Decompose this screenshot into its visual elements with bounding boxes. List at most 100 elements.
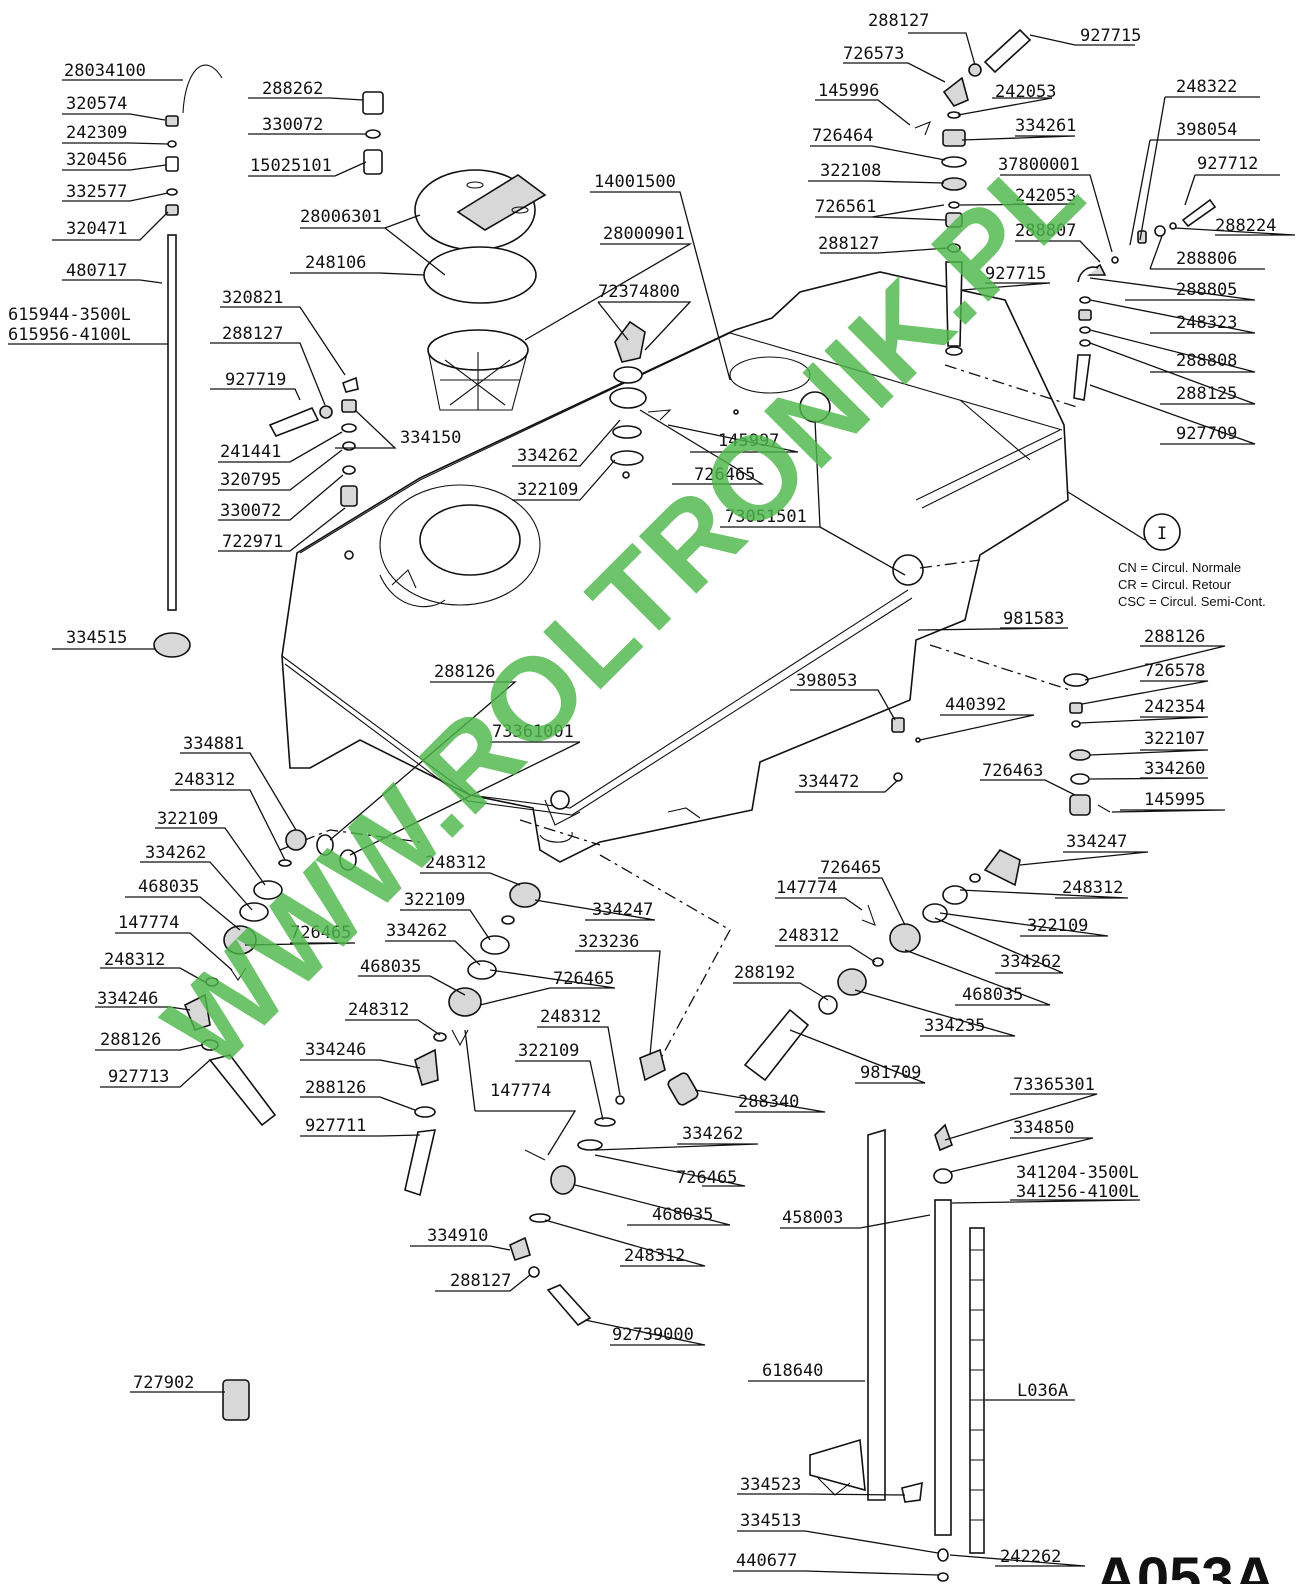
part-label: 726465 bbox=[553, 969, 614, 989]
part-label: 241441 bbox=[220, 442, 281, 462]
part-label: 73051501 bbox=[725, 507, 807, 527]
part-label: 248323 bbox=[1176, 313, 1237, 333]
part-label: 334472 bbox=[798, 772, 859, 792]
part-label: 927712 bbox=[1197, 154, 1258, 174]
part-label: 92739000 bbox=[612, 1325, 694, 1345]
part-label: 147774 bbox=[776, 878, 837, 898]
tank-body bbox=[281, 271, 1069, 863]
part-label: 28000901 bbox=[603, 224, 685, 244]
part-label: 341204-3500L bbox=[1016, 1163, 1139, 1183]
part-label: 248322 bbox=[1176, 77, 1237, 97]
part-label: 288262 bbox=[262, 79, 323, 99]
legend-line-csc: CSC = Circul. Semi-Cont. bbox=[1118, 594, 1266, 609]
part-label: 398053 bbox=[796, 671, 857, 691]
part-label: 322108 bbox=[820, 161, 881, 181]
part-label: 242262 bbox=[1000, 1547, 1061, 1567]
part-label: 468035 bbox=[962, 985, 1023, 1005]
part-label: 440392 bbox=[945, 695, 1006, 715]
part-label: 242053 bbox=[995, 82, 1056, 102]
leader-lines bbox=[8, 32, 1296, 1576]
part-label: 320456 bbox=[66, 150, 127, 170]
part-label: 288808 bbox=[1176, 351, 1237, 371]
part-label: 14001500 bbox=[594, 172, 676, 192]
part-label: 248106 bbox=[305, 253, 366, 273]
part-label: 468035 bbox=[652, 1205, 713, 1225]
part-label: 334262 bbox=[682, 1124, 743, 1144]
part-label: 458003 bbox=[782, 1208, 843, 1228]
part-label: 248312 bbox=[1062, 878, 1123, 898]
part-label: 398054 bbox=[1176, 120, 1237, 140]
diagonal-chain bbox=[509, 1048, 699, 1327]
part-label: 618640 bbox=[762, 1361, 823, 1381]
part-label: 927715 bbox=[1080, 26, 1141, 46]
part-label: 334850 bbox=[1013, 1118, 1074, 1138]
part-label: 334235 bbox=[924, 1016, 985, 1036]
part-label: 334262 bbox=[145, 843, 206, 863]
part-label: 334260 bbox=[1144, 759, 1205, 779]
part-label: 334881 bbox=[183, 734, 244, 754]
part-label: 334246 bbox=[97, 989, 158, 1009]
part-label: 320471 bbox=[66, 219, 127, 239]
part-label: 468035 bbox=[138, 877, 199, 897]
circuit-legend: I CN = Circul. Normale CR = Circul. Reto… bbox=[1118, 513, 1266, 609]
level-gauge-assembly bbox=[222, 1123, 985, 1582]
part-label: 334150 bbox=[400, 428, 461, 448]
part-label: 288125 bbox=[1176, 384, 1237, 404]
part-label: 248312 bbox=[348, 1000, 409, 1020]
right-small-fittings bbox=[1073, 198, 1217, 401]
part-label: 288127 bbox=[450, 1271, 511, 1291]
part-label: 726465 bbox=[290, 923, 351, 943]
part-label: 145995 bbox=[1144, 790, 1205, 810]
part-label: 468035 bbox=[360, 957, 421, 977]
part-label: 322109 bbox=[517, 480, 578, 500]
part-label: 334513 bbox=[740, 1511, 801, 1531]
part-label: 334523 bbox=[740, 1475, 801, 1495]
part-label: 242053 bbox=[1015, 186, 1076, 206]
part-label: 73365301 bbox=[1013, 1075, 1095, 1095]
part-label: 726463 bbox=[982, 761, 1043, 781]
part-label: 288127 bbox=[818, 234, 879, 254]
part-label: 147774 bbox=[490, 1081, 551, 1101]
part-label: 320795 bbox=[220, 470, 281, 490]
legend-line-cn: CN = Circul. Normale bbox=[1118, 560, 1241, 575]
part-label: 322107 bbox=[1144, 729, 1205, 749]
part-label: 288127 bbox=[222, 324, 283, 344]
part-label: 288192 bbox=[734, 963, 795, 983]
part-label: 288806 bbox=[1176, 249, 1237, 269]
part-label: 242309 bbox=[66, 123, 127, 143]
part-label: 334261 bbox=[1015, 116, 1076, 136]
part-label: 320821 bbox=[222, 288, 283, 308]
part-label: 726465 bbox=[676, 1168, 737, 1188]
part-label: 147774 bbox=[118, 913, 179, 933]
part-label: 981709 bbox=[860, 1063, 921, 1083]
part-label: 288127 bbox=[868, 11, 929, 31]
part-label: 927713 bbox=[108, 1067, 169, 1087]
part-label: 322109 bbox=[1027, 916, 1088, 936]
part-label: 28006301 bbox=[300, 207, 382, 227]
part-label: 334262 bbox=[386, 921, 447, 941]
part-label: 334262 bbox=[1000, 952, 1061, 972]
part-label: 330072 bbox=[262, 115, 323, 135]
part-label: 726464 bbox=[812, 126, 873, 146]
part-label: 726578 bbox=[1144, 661, 1205, 681]
part-label: 248312 bbox=[104, 950, 165, 970]
part-label: 248312 bbox=[540, 1007, 601, 1027]
part-label: 726465 bbox=[694, 465, 755, 485]
part-label: 242354 bbox=[1144, 697, 1205, 717]
part-label: 334247 bbox=[592, 900, 653, 920]
circuit-marker: I bbox=[1157, 524, 1167, 544]
part-label: 927719 bbox=[225, 370, 286, 390]
part-label: 332577 bbox=[66, 182, 127, 202]
part-label: 288224 bbox=[1215, 216, 1276, 236]
part-label: 37800001 bbox=[998, 155, 1080, 175]
drawing-code: A053A bbox=[1095, 1546, 1276, 1584]
part-label: 981583 bbox=[1003, 609, 1064, 629]
cap-and-strainer bbox=[362, 91, 547, 411]
part-label: 341256-4100L bbox=[1016, 1182, 1139, 1202]
part-label: 334247 bbox=[1066, 832, 1127, 852]
part-label: 288126 bbox=[305, 1078, 366, 1098]
part-label: 322109 bbox=[404, 890, 465, 910]
part-label: 334246 bbox=[305, 1040, 366, 1060]
part-label: 440677 bbox=[736, 1551, 797, 1571]
part-label: 615944-3500L bbox=[8, 305, 131, 325]
